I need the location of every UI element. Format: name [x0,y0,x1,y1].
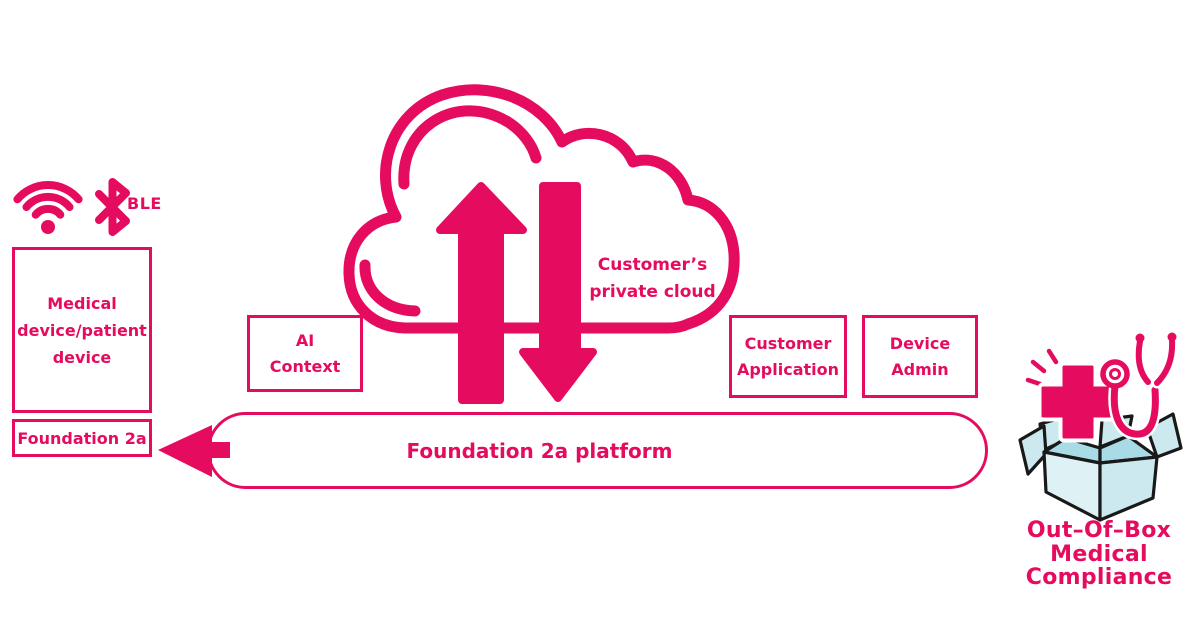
ai-context-label-line2: Context [269,356,341,376]
download-arrow-icon [519,182,597,402]
customer-application-label-line2: Application [736,359,840,379]
medical-device-label-line1: Medical [47,293,117,313]
medical-device-label-line3: device [52,347,112,367]
foundation-2a-box: Foundation 2a [12,419,152,457]
stethoscope-icon [1100,332,1178,441]
ai-context-box: AI Context [247,315,363,392]
medical-device-label-line2: device/patient [17,320,147,340]
cloud-icon [343,84,740,404]
customer-application-box: Customer Application [729,315,847,398]
device-admin-box: Device Admin [862,315,978,398]
open-box-icon [1018,332,1183,522]
foundation-platform-pill: Foundation 2a platform [207,412,988,489]
private-cloud-label: Customer’s private cloud [575,252,730,306]
sparkle-icon [1025,348,1059,387]
device-admin-label-line2: Admin [891,359,949,379]
foundation-platform-label: Foundation 2a platform [406,438,673,463]
wifi-icon [13,181,83,234]
private-cloud-label-line2: private cloud [589,282,716,302]
device-admin-label-line1: Device [889,333,951,353]
compliance-label-line2: Medical [1050,541,1148,567]
cloud-inner-arc-bottom [359,259,421,317]
cloud-inner-arc-top [398,105,542,190]
private-cloud-label-line1: Customer’s [597,255,708,275]
compliance-label: Out–Of–Box Medical Compliance [1003,519,1195,590]
compliance-label-line3: Compliance [1025,565,1173,590]
foundation-2a-label: Foundation 2a [17,428,147,448]
upload-arrow-icon [436,182,527,404]
compliance-label-line1: Out–Of–Box [1026,518,1172,543]
ai-context-label-line1: AI [295,330,315,350]
bluetooth-icon [95,178,130,236]
left-arrow-icon [158,425,230,477]
customer-application-label-line1: Customer [744,333,832,353]
ble-label: BLE [127,194,162,213]
medical-cross-icon [1037,361,1119,443]
medical-device-box: Medical device/patient device [12,247,152,413]
